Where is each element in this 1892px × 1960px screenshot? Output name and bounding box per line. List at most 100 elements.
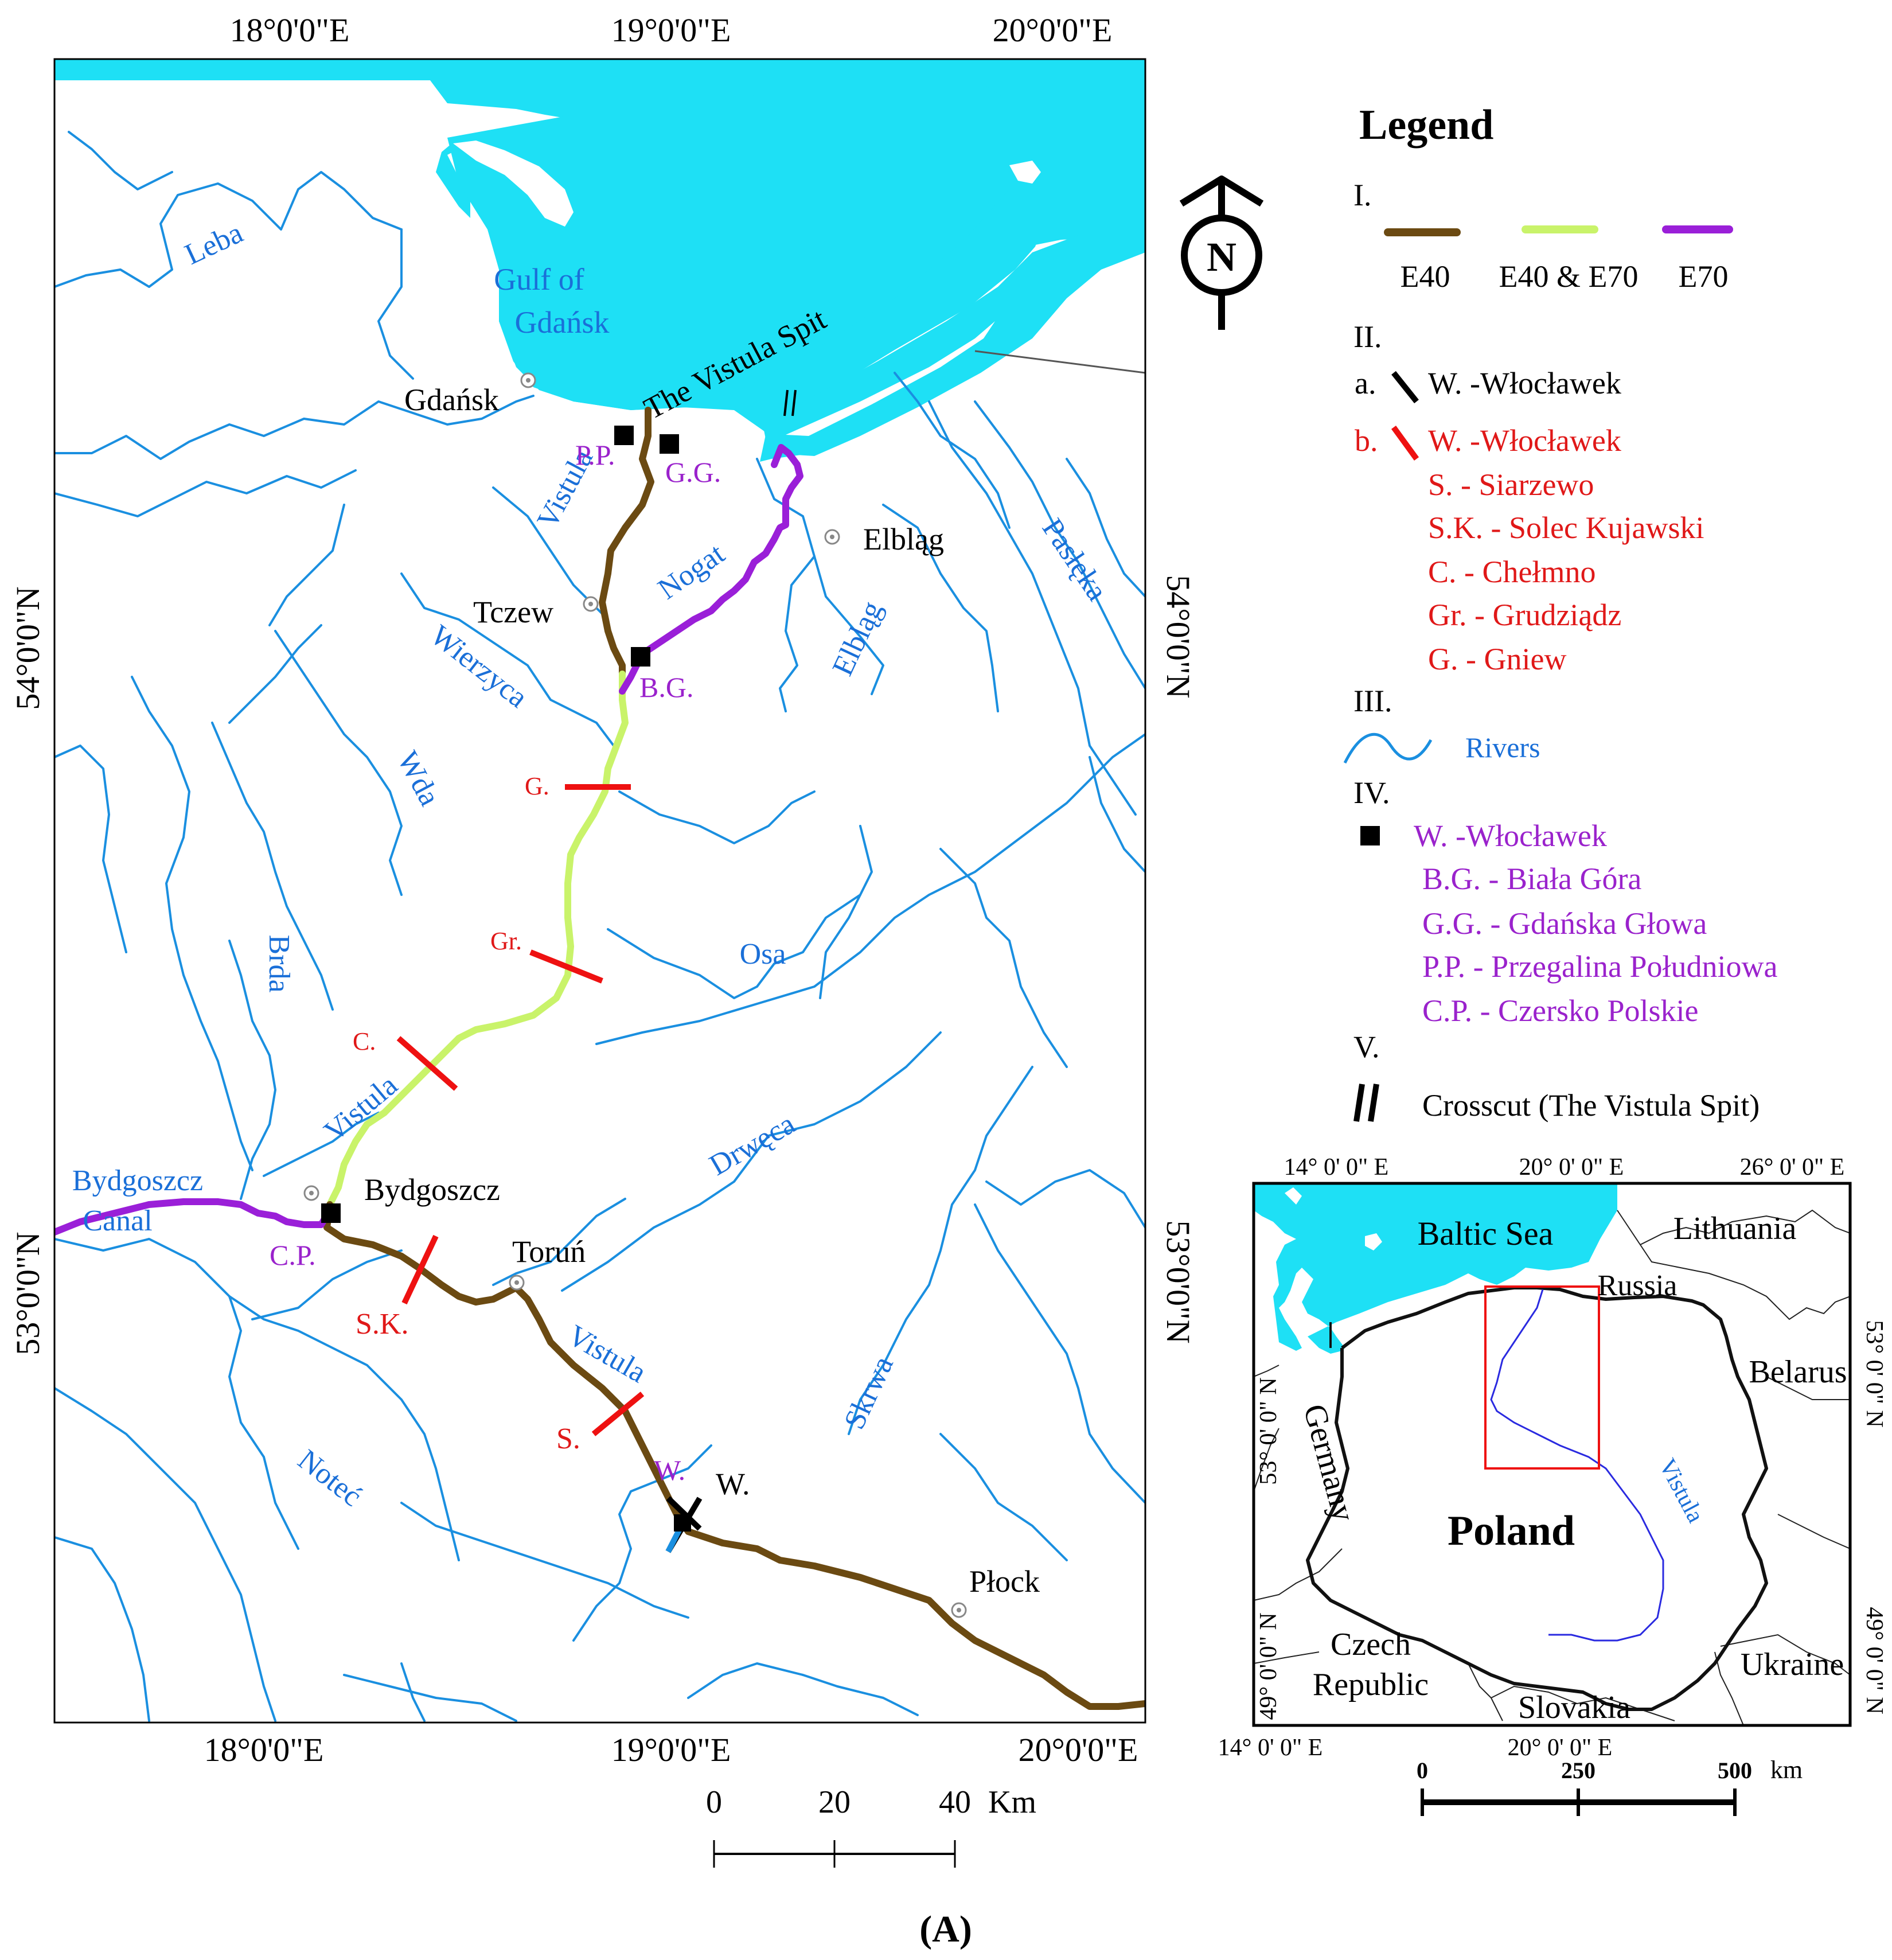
study-area-box (1484, 1285, 1600, 1470)
inset-ukraine: Ukraine (1741, 1647, 1844, 1682)
top-tick-20: 20°0'0"E (993, 11, 1113, 49)
inset-left-49: 49° 0' 0" N (1255, 1612, 1282, 1720)
waterway-e70-canal (54, 1198, 333, 1236)
legend-sec2-b: b. (1355, 423, 1378, 458)
legend-b-w: W. -Włocławek (1428, 423, 1621, 458)
main-map: Gulf of Gdańsk The Vistula Spit Gdańsk E… (54, 59, 1145, 1723)
scale-unit: Km (988, 1784, 1036, 1820)
section-marks (396, 784, 645, 1436)
mark-label-c: C. (353, 1027, 376, 1055)
inset-vistula-river (1490, 1289, 1664, 1642)
waterway-e40-e70 (326, 671, 629, 1208)
inset-russia: Russia (1598, 1269, 1678, 1302)
scale-tick-20: 20 (818, 1784, 851, 1820)
inset-republic: Republic (1313, 1667, 1429, 1702)
inset-lithuania: Lithuania (1673, 1211, 1797, 1246)
panel-label: (A) (919, 1908, 972, 1950)
legend-sec2-a-text: W. -Włocławek (1428, 366, 1621, 400)
city-tczew: Tczew (473, 595, 553, 629)
north-letter: N (1207, 234, 1236, 280)
inset-left-53: 53° 0' 0" N (1255, 1377, 1282, 1484)
mark-label-sk: S.K. (356, 1308, 408, 1341)
right-tick-53: 53°0'0"N (1160, 1220, 1197, 1343)
legend-sec2-a: a. (1355, 366, 1376, 400)
city-elblag: Elbląg (863, 522, 944, 556)
inset-slovakia: Slovakia (1518, 1690, 1630, 1725)
legend-b-gr: Gr. - Grudziądz (1428, 598, 1621, 632)
waterway-e70-nogat (619, 444, 803, 695)
top-tick-19: 19°0'0"E (611, 11, 731, 49)
inset-belarus: Belarus (1749, 1354, 1847, 1390)
legend-b-c: C. - Chełmno (1428, 555, 1596, 589)
scale-tick-40: 40 (939, 1784, 971, 1820)
inset-scale-bar: 0 250 500 km (1417, 1756, 1803, 1816)
gulf-label-2: Gdańsk (515, 305, 610, 340)
gulf-label-1: Gulf of (494, 262, 584, 297)
station-label-pp: P.P. (575, 439, 615, 471)
legend-iv-w: W. -Włocławek (1414, 819, 1607, 853)
legend: Legend I. E40 E40 & E70 E70 II. a. W. -W… (1343, 102, 1778, 1123)
legend-iv-pp: P.P. - Przegalina Południowa (1422, 949, 1778, 984)
legend-iv-bg: B.G. - Biała Góra (1422, 862, 1641, 896)
main-map-coordinates: 18°0'0"E 19°0'0"E 20°0'0"E 18°0'0"E 19°0… (9, 11, 1197, 1768)
legend-iv-cp: C.P. - Czersko Polskie (1422, 993, 1699, 1028)
left-tick-54: 54°0'0"N (9, 586, 46, 710)
inset-right-49: 49° 0' 0" N (1861, 1607, 1887, 1714)
mark-label-s: S. (556, 1423, 580, 1455)
inset-scale-500: 500 (1718, 1758, 1752, 1783)
inset-scale-250: 250 (1561, 1758, 1595, 1783)
inset-map: Baltic Sea Lithuania Russia Belarus Germ… (1254, 1183, 1850, 1725)
bottom-tick-20: 20°0'0"E (1019, 1731, 1138, 1768)
legend-iv-gg: G.G. - Gdańska Głowa (1422, 906, 1707, 941)
station-label-cp: C.P. (270, 1239, 316, 1271)
top-tick-18: 18°0'0"E (230, 11, 350, 49)
legend-sec1-num: I. (1353, 178, 1371, 212)
bottom-tick-19: 19°0'0"E (611, 1731, 731, 1768)
scale-tick-0: 0 (706, 1784, 722, 1820)
inset-baltic-sea: Baltic Sea (1418, 1215, 1554, 1252)
main-map-frame (53, 58, 1146, 1724)
left-tick-53: 53°0'0"N (9, 1232, 46, 1355)
inset-scale-unit: km (1770, 1756, 1803, 1784)
inset-top-20: 20° 0' 0" E (1519, 1154, 1624, 1180)
station-label-w: W. (654, 1454, 685, 1486)
station-label-bg: B.G. (639, 671, 693, 703)
legend-crosscut: Crosscut (The Vistula Spit) (1422, 1088, 1760, 1123)
bottom-tick-18: 18°0'0"E (204, 1731, 324, 1768)
river-bydgoszcz-canal-2: Canal (83, 1205, 152, 1237)
city-gdansk: Gdańsk (404, 383, 499, 417)
inset-scale-0: 0 (1417, 1758, 1428, 1783)
poland-border (1306, 1286, 1768, 1711)
mark-label-gr: Gr. (490, 927, 522, 955)
waterway-e40-upper (599, 407, 654, 677)
legend-b-sk: S.K. - Solec Kujawski (1428, 511, 1704, 545)
crosscut-mark (783, 389, 797, 416)
river-bydgoszcz-canal-1: Bydgoszcz (72, 1164, 203, 1197)
rivers-legend-icon (1343, 732, 1433, 764)
main-scale-bar: 0 20 40 Km (706, 1784, 1036, 1868)
river-network (54, 131, 1145, 1722)
station-squares (321, 426, 691, 1532)
north-arrow-icon: N (1179, 176, 1264, 330)
inset-top-26: 26° 0' 0" E (1740, 1154, 1845, 1180)
inset-top-14: 14° 0' 0" E (1284, 1154, 1389, 1180)
city-torun: Toruń (512, 1234, 586, 1269)
legend-b-g: G. - Gniew (1428, 642, 1566, 676)
legend-b-s: S. - Siarzewo (1428, 467, 1594, 502)
mark-label-g: G. (525, 772, 549, 800)
inset-poland: Poland (1448, 1507, 1575, 1554)
legend-sec5-num: V. (1353, 1030, 1380, 1064)
legend-e40-e70: E40 & E70 (1499, 259, 1639, 294)
city-plock: Płock (969, 1564, 1040, 1599)
legend-sec3-num: III. (1353, 684, 1392, 718)
inset-coordinates: 14° 0' 0" E 20° 0' 0" E 26° 0' 0" E 14° … (1218, 1154, 1887, 1761)
river-brda: Brda (263, 934, 295, 992)
legend-sec4-num: IV. (1353, 776, 1390, 810)
inset-bottom-14: 14° 0' 0" E (1218, 1735, 1323, 1761)
inset-czech: Czech (1331, 1627, 1411, 1662)
inset-bottom-20: 20° 0' 0" E (1508, 1735, 1613, 1761)
station-label-gg: G.G. (665, 456, 721, 488)
inset-frame (1252, 1182, 1852, 1727)
legend-sec2-num: II. (1353, 319, 1382, 354)
